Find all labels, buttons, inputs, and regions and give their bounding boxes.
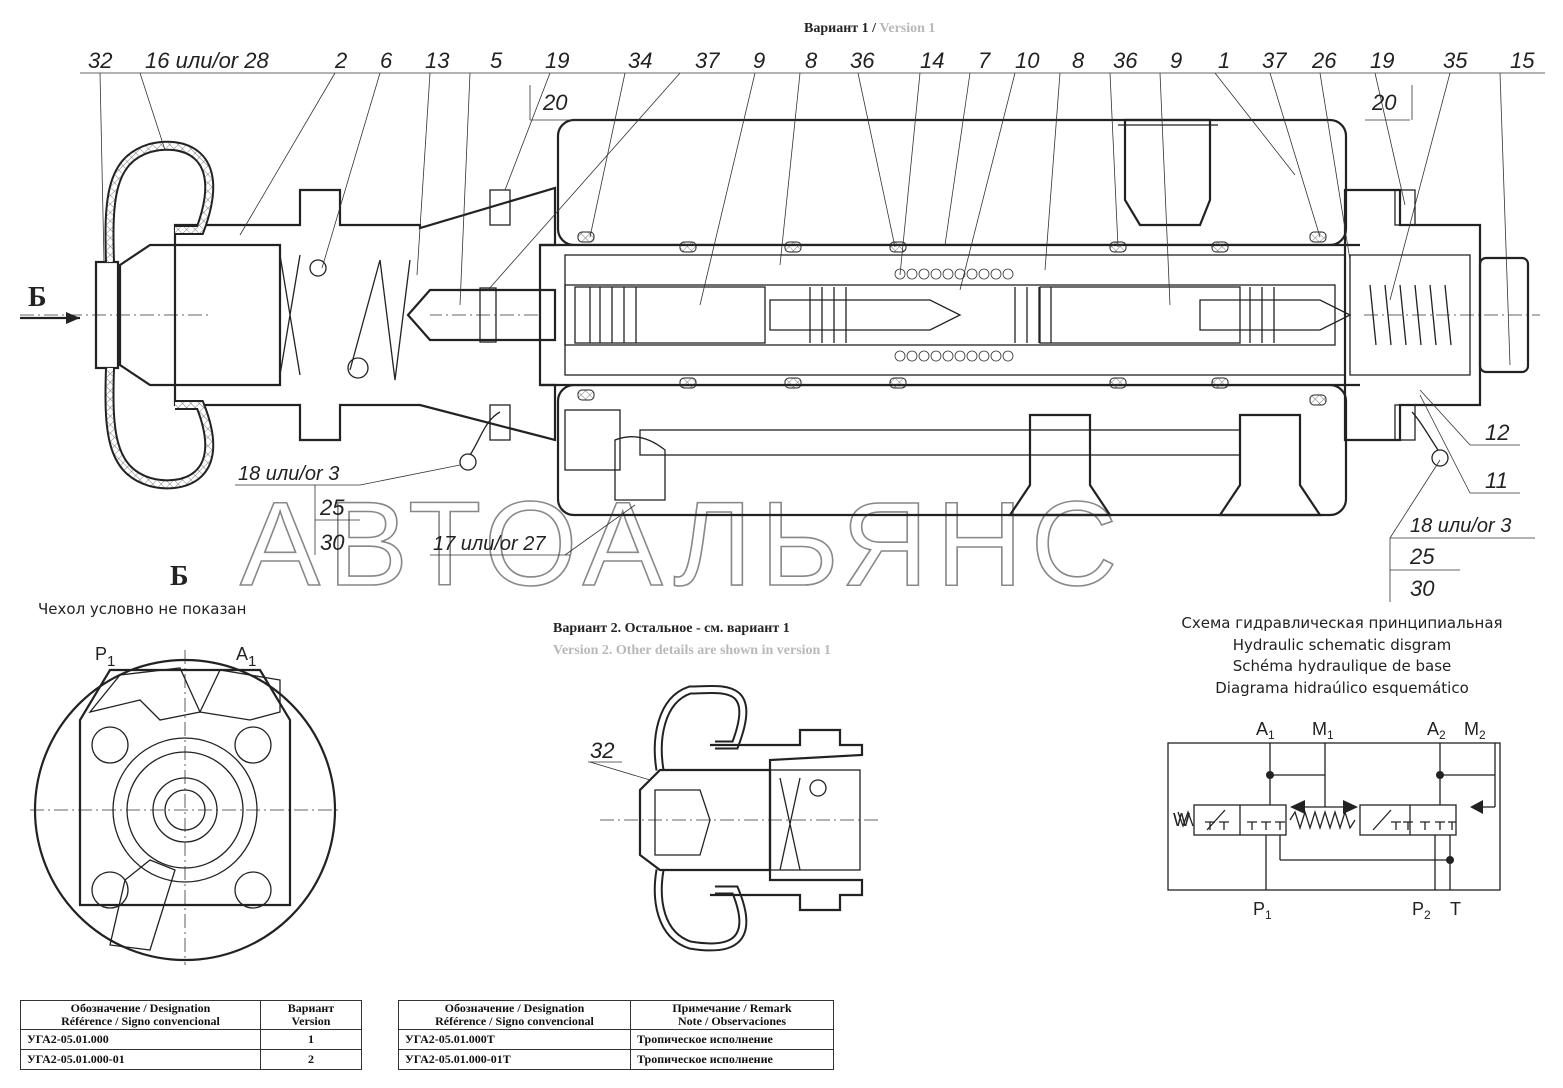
callout-2: 2 <box>334 48 347 73</box>
callout-5: 5 <box>490 48 503 73</box>
callout-19-left: 19 <box>545 48 569 73</box>
table-row: УГА2-05.01.000Т Тропическое исполнение <box>398 1029 834 1050</box>
callout-36-right: 36 <box>1113 48 1138 73</box>
variant2-callout-32: 32 <box>590 738 614 763</box>
callout-9-right: 9 <box>1170 48 1182 73</box>
callout-26: 26 <box>1311 48 1337 73</box>
port-m1: M1 <box>1312 719 1334 742</box>
callout-1: 1 <box>1218 48 1230 73</box>
top-callouts: 32 16 или/or 28 2 6 13 5 19 34 37 9 8 36… <box>80 48 1545 366</box>
callout-20-left: 20 <box>542 90 568 115</box>
callout-15: 15 <box>1510 48 1535 73</box>
port-t: T <box>1450 899 1461 919</box>
variant1-title: Вариант 1 / Version 1 <box>804 21 935 36</box>
callout-32: 32 <box>88 48 112 73</box>
variant1-title-en: Version 1 <box>880 21 936 36</box>
table-row: УГА2-05.01.000 1 <box>20 1029 362 1050</box>
view-b-title: Б <box>170 561 189 592</box>
callout-13: 13 <box>425 48 450 73</box>
lower-right-callouts: 12 11 18 или/or 3 25 30 <box>1389 389 1535 602</box>
callout-11: 11 <box>1485 468 1508 493</box>
table-row: УГА2-05.01.000-01 2 <box>20 1049 362 1070</box>
variant2-title-en: Version 2. Other details are shown in ve… <box>553 643 831 658</box>
view-arrow-label: Б <box>28 282 47 313</box>
callout-30-right: 30 <box>1410 576 1435 601</box>
callout-8-right: 8 <box>1072 48 1085 73</box>
port-a2: A2 <box>1427 719 1446 742</box>
callout-14: 14 <box>920 48 944 73</box>
callout-9-left: 9 <box>753 48 765 73</box>
port-a1: A1 <box>1256 719 1275 742</box>
callout-7: 7 <box>978 48 991 73</box>
variant2-view: Вариант 2. Остальное - см. вариант 1 Ver… <box>553 621 880 952</box>
schematic-title-fr: Schéma hydraulique de base <box>1233 657 1451 675</box>
callout-37-left: 37 <box>695 48 720 73</box>
watermark: АВТОАЛЬЯНС <box>240 477 1125 611</box>
callout-35: 35 <box>1443 48 1468 73</box>
callout-12: 12 <box>1485 420 1509 445</box>
view-b-port-p1: P1 <box>95 644 115 670</box>
callout-34: 34 <box>628 48 652 73</box>
callout-37-right: 37 <box>1262 48 1287 73</box>
callout-19-right: 19 <box>1370 48 1394 73</box>
view-b-port-a1: A1 <box>236 644 256 670</box>
variant2-title-ru: Вариант 2. Остальное - см. вариант 1 <box>553 621 790 636</box>
schematic-title-en: Hydraulic schematic disgram <box>1233 636 1452 654</box>
view-b-note: Чехол условно не показан <box>38 600 246 618</box>
callout-10: 10 <box>1015 48 1040 73</box>
hydraulic-schematic: Схема гидравлическая принципиальная Hydr… <box>1167 614 1503 922</box>
callout-25-right: 25 <box>1409 544 1435 569</box>
port-m2: M2 <box>1464 719 1486 742</box>
variant1-title-ru: Вариант 1 / <box>804 21 880 36</box>
callout-16-or-28: 16 или/or 28 <box>145 48 269 73</box>
port-p2: P2 <box>1412 899 1431 922</box>
callout-18-or-3-left: 18 или/or 3 <box>238 463 339 485</box>
callout-18-or-3-right: 18 или/or 3 <box>1410 515 1511 537</box>
view-arrow-b: Б <box>20 282 80 324</box>
callout-36-left: 36 <box>850 48 875 73</box>
port-p1: P1 <box>1253 899 1272 922</box>
callout-30-left: 30 <box>320 530 345 555</box>
schematic-title-ru: Схема гидравлическая принципиальная <box>1181 614 1502 632</box>
callout-8-left: 8 <box>805 48 818 73</box>
callout-17-or-27: 17 или/or 27 <box>433 533 546 555</box>
schematic-title-es: Diagrama hidraúlico esquemático <box>1215 679 1469 697</box>
callout-6: 6 <box>380 48 393 73</box>
lower-left-callouts: 18 или/or 3 25 30 17 или/or 27 <box>235 463 636 556</box>
callout-25-left: 25 <box>319 495 345 520</box>
callout-20-right: 20 <box>1371 90 1397 115</box>
main-section-view <box>20 118 1540 517</box>
table-row: УГА2-05.01.000-01Т Тропическое исполнени… <box>398 1049 834 1070</box>
view-b: Б Чехол условно не показан P1 A1 <box>30 561 340 965</box>
